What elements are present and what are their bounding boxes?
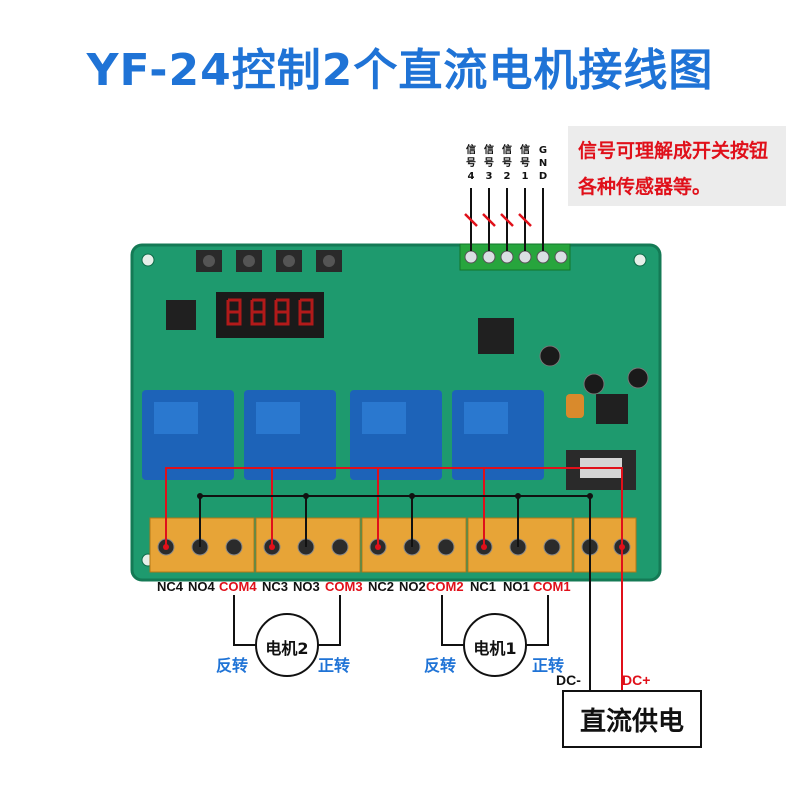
- diagram-title: YF-24控制2个直流电机接线图: [86, 45, 714, 96]
- dc-power-supply-box: 直流供电: [562, 690, 702, 748]
- motor-1-icon: [463, 613, 527, 677]
- motor-1-forward-label: 正转: [532, 656, 565, 675]
- dc-plus-wire: [165, 467, 623, 690]
- terminal-label-nc2: NC2: [368, 579, 395, 594]
- signal-note-line-1: 信号可理解成开关按钮: [578, 140, 769, 162]
- signal-note-line-2: 各种传感器等。: [578, 176, 712, 198]
- push-buttons: [196, 250, 342, 272]
- terminal-label-com1: COM1: [533, 579, 571, 594]
- motor-1-reverse-label: 反转: [424, 656, 457, 675]
- terminal-label-no3: NO3: [293, 579, 320, 594]
- motor-2-forward-label: 正转: [318, 656, 351, 675]
- terminal-label-no4: NO4: [188, 579, 215, 594]
- relay-bank: [142, 390, 544, 480]
- relay-terminal-blocks: [149, 517, 637, 573]
- signal-note-box: 信号可理解成开关按钮 各种传感器等。: [568, 126, 786, 206]
- dc-minus-wire: [199, 495, 591, 690]
- ic-chip: [166, 300, 196, 330]
- terminal-label-com2: COM2: [426, 579, 464, 594]
- dc-minus-label: DC-: [556, 672, 581, 688]
- terminal-screws: [157, 538, 631, 556]
- switch-symbols: [464, 213, 532, 227]
- capacitor-icon: [627, 367, 649, 389]
- motor-2-reverse-label: 反转: [216, 656, 249, 675]
- signal-terminal-block: [459, 243, 571, 271]
- capacitor-icon: [583, 373, 605, 395]
- terminal-label-nc1: NC1: [470, 579, 497, 594]
- terminal-label-com4: COM4: [219, 579, 257, 594]
- ic-chip: [478, 318, 514, 354]
- motor-wires: [233, 595, 549, 646]
- mount-hole-icon: [633, 253, 647, 267]
- ic-chip: [596, 394, 628, 424]
- terminal-label-nc3: NC3: [262, 579, 289, 594]
- terminal-label-no1: NO1: [503, 579, 530, 594]
- capacitor-icon: [539, 345, 561, 367]
- motor-2-label: 电机2: [265, 639, 309, 658]
- dc-plus-label: DC+: [622, 672, 651, 688]
- fuse-icon: [566, 394, 584, 418]
- mount-hole-icon: [141, 253, 155, 267]
- terminal-label-no2: NO2: [399, 579, 426, 594]
- terminal-label-com3: COM3: [325, 579, 363, 594]
- terminal-label-nc4: NC4: [157, 579, 184, 594]
- motor-2-icon: [255, 613, 319, 677]
- motor-1-label: 电机1: [473, 639, 517, 658]
